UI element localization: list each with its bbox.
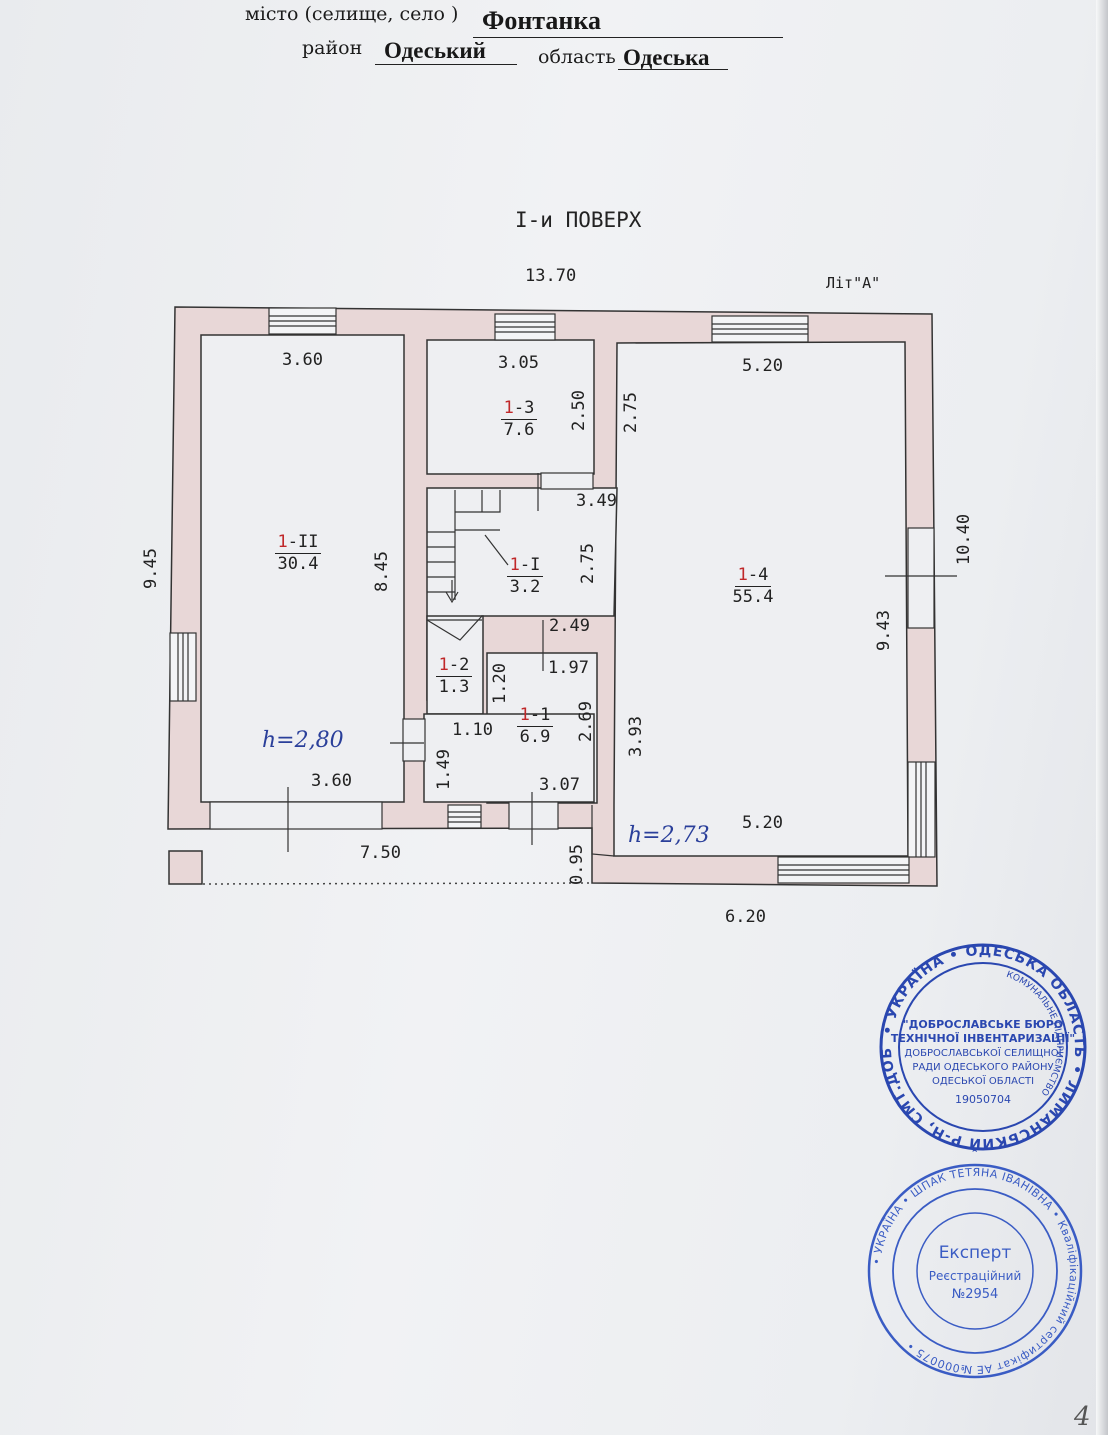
dim-room-1-2-width: 1.10	[452, 720, 493, 740]
city-label: місто (селище, село )	[245, 3, 459, 25]
room-label-1-2: 1-2 1.3	[430, 655, 478, 699]
region-underline	[618, 69, 728, 70]
door-room-3	[540, 472, 594, 490]
dim-overall-height-right: 10.40	[954, 513, 975, 566]
staircase	[426, 490, 509, 641]
dim-column-upper: 2.75	[620, 392, 641, 433]
bureau-stamp-code: 19050704	[955, 1093, 1011, 1106]
dim-vestibule-height: 1.49	[433, 749, 454, 790]
dim-corridor-width: 2.49	[549, 616, 590, 636]
bureau-stamp-line-5: ОДЕСЬКОЇ ОБЛАСТІ	[932, 1074, 1034, 1087]
bureau-stamp-line-4: РАДИ ОДЕСЬКОГО РАЙОНУ	[912, 1060, 1053, 1073]
dim-room-1-II-bottom: 3.60	[311, 771, 352, 791]
dim-step-height: 0.95	[566, 844, 587, 885]
district-label: район	[302, 37, 363, 59]
ceiling-height-left: h=2,80	[262, 728, 344, 753]
dim-room-1-1-bottom: 3.07	[539, 775, 580, 795]
room-area-1-I: 3.2	[509, 577, 541, 598]
expert-stamp-number: №2954	[952, 1287, 999, 1302]
bureau-stamp-line-1: "ДОБРОСЛАВСЬКЕ БЮРО	[903, 1018, 1063, 1031]
expert-stamp: • УКРАЇНА • ШПАК ТЕТЯНА ІВАНІВНА • Квалі…	[867, 1163, 1083, 1379]
region-value: Одеська	[623, 45, 710, 70]
room-label-1-3: 1-3 7.6	[494, 398, 544, 442]
page-number: 4	[1074, 1402, 1091, 1432]
city-value: Фонтанка	[482, 6, 601, 35]
district-underline	[375, 64, 517, 65]
room-area-1-4: 55.4	[732, 587, 774, 608]
dim-overall-width: 13.70	[525, 266, 577, 286]
room-area-1-II: 30.4	[277, 554, 319, 575]
dim-hall-width: 3.49	[576, 491, 617, 511]
dim-overall-height-left: 9.45	[140, 548, 161, 589]
bureau-stamp-line-2: ТЕХНІЧНОЇ ІНВЕНТАРИЗАЦІЇ"	[891, 1031, 1075, 1045]
dim-room-1-1-height: 2.69	[575, 701, 596, 742]
dim-room-1-II-height: 8.45	[371, 551, 392, 592]
room-label-1-I: 1-I 3.2	[500, 555, 550, 599]
dim-room-1-3-width: 3.05	[498, 353, 539, 373]
dim-bottom-left-width: 7.50	[360, 843, 401, 863]
bureau-stamp-line-3: ДОБРОСЛАВСЬКОЇ СЕЛИЩНОЇ	[904, 1046, 1061, 1059]
room-outline-1-2	[426, 615, 484, 715]
floor-title: I-и ПОВЕРХ	[515, 208, 642, 232]
room-label-1-II: 1-II 30.4	[270, 532, 326, 576]
room-label-1-4: 1-4 55.4	[732, 565, 774, 608]
door-rear	[508, 801, 559, 830]
door-vestibule	[402, 718, 426, 762]
dim-room-1-4-height: 9.43	[873, 610, 894, 651]
district-value: Одеський	[384, 38, 486, 63]
litera-label: Лiт"А"	[826, 274, 881, 292]
door-front	[209, 801, 383, 830]
door-right-wall	[907, 527, 935, 629]
dim-room-1-4-bottom: 5.20	[742, 813, 783, 833]
expert-stamp-subtitle: Реєстраційний	[929, 1269, 1022, 1283]
porch-dotted-line	[202, 882, 593, 885]
room-outline-vestibule	[423, 713, 595, 803]
room-outline-1-II	[200, 334, 405, 803]
room-area-1-3: 7.6	[503, 420, 535, 441]
dim-room-1-4-top: 5.20	[742, 356, 783, 376]
page-edge	[1096, 0, 1108, 1435]
dim-room-1-3-height: 2.50	[568, 390, 589, 431]
region-label: область	[538, 46, 616, 68]
bureau-stamp: • УКРАЇНА • ОДЕСЬКА ОБЛАСТЬ • ЛИМАНСЬКИЙ…	[878, 940, 1087, 1152]
ceiling-height-right: h=2,73	[628, 823, 710, 848]
dim-column-lower: 3.93	[625, 716, 646, 757]
city-underline	[473, 37, 783, 38]
porch-post	[168, 850, 203, 885]
room-label-1-1: 1-1 6.9	[510, 705, 560, 749]
dim-room-1-II-top: 3.60	[282, 350, 323, 370]
dim-room-1-1-top: 1.97	[548, 658, 589, 678]
dim-bottom-right-width: 6.20	[725, 907, 766, 927]
room-area-1-2: 1.3	[438, 677, 470, 698]
dim-room-1-2-height: 1.20	[489, 663, 510, 704]
expert-stamp-title: Експерт	[939, 1243, 1012, 1263]
dim-hall-height: 2.75	[577, 543, 598, 584]
room-area-1-1: 6.9	[519, 727, 551, 748]
